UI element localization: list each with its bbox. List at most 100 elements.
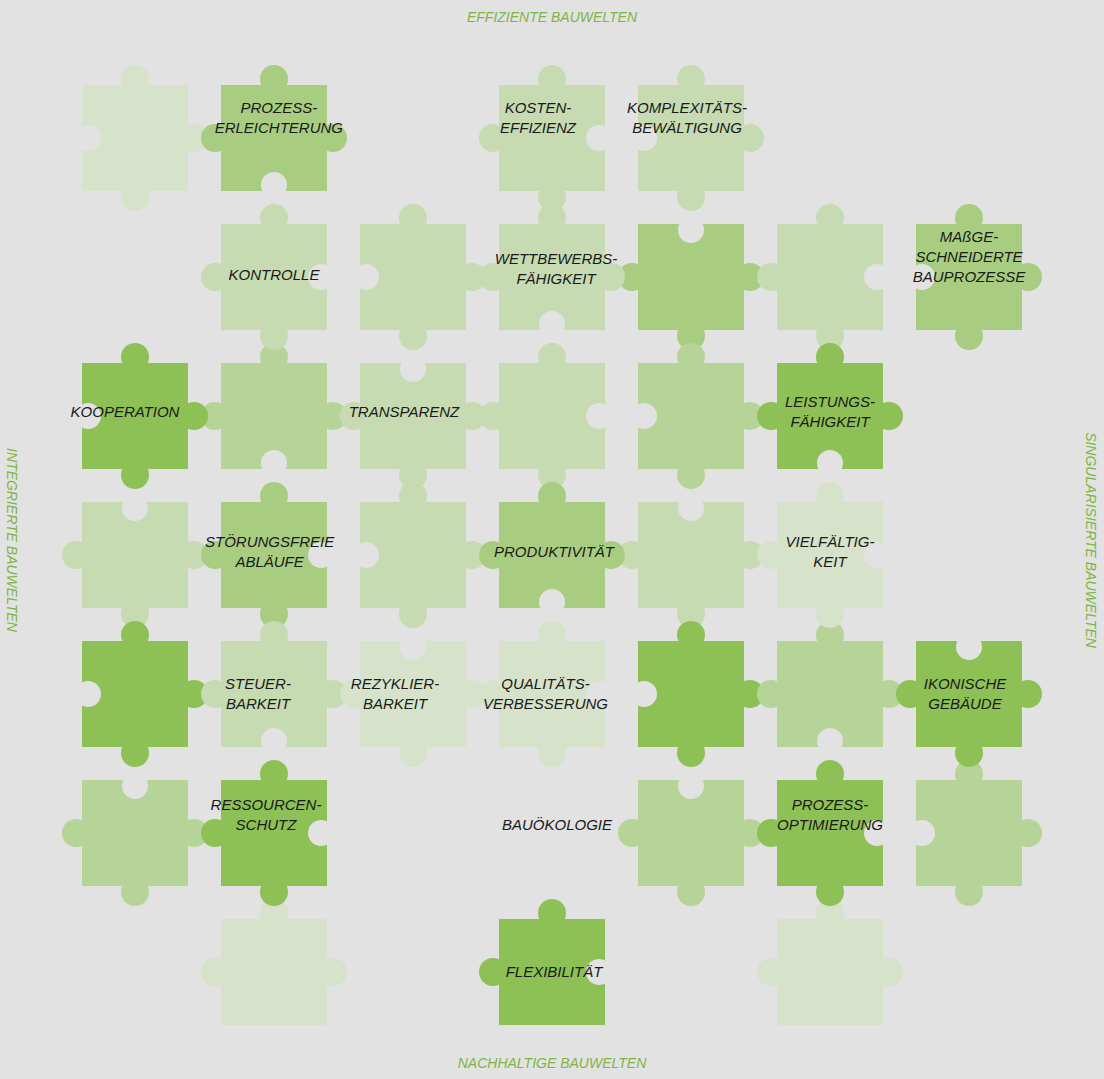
piece-tab [538, 204, 566, 232]
piece-body [777, 780, 883, 886]
puzzle-piece [75, 621, 208, 767]
piece-outline [479, 65, 612, 211]
piece-label: LEISTUNGS- FÄHIGKEIT [785, 392, 875, 432]
puzzle-piece: PRODUKTIVITÄT [479, 482, 625, 628]
piece-outline [479, 204, 625, 337]
piece-tab [816, 204, 844, 232]
piece-body [777, 919, 883, 1025]
piece-tab [260, 65, 288, 93]
axis-label: EFFIZIENTE BAUWELTEN [467, 8, 637, 26]
piece-label: BAUÖKOLOGIE [502, 815, 612, 835]
piece-notch [261, 728, 287, 754]
piece-tab [677, 65, 705, 93]
piece-label: TRANSPARENZ [349, 402, 460, 422]
puzzle-piece: TRANSPARENZ [340, 343, 486, 489]
piece-tab [260, 482, 288, 510]
piece-tab [479, 958, 507, 986]
piece-tab [757, 263, 785, 291]
axis-label: INTEGRIERTE BAUWELTEN [3, 448, 21, 632]
piece-tab [955, 878, 983, 906]
piece-tab [121, 621, 149, 649]
puzzle-piece: MAßGE- SCHNEIDERTE BAUPROZESSE [896, 204, 1042, 350]
piece-tab [121, 343, 149, 371]
piece-outline [479, 482, 625, 615]
piece-tab [757, 541, 785, 569]
piece-tab [816, 878, 844, 906]
piece-tab [180, 402, 208, 430]
puzzle-piece: WETTBEWERBS- FÄHIGKEIT [479, 204, 625, 350]
puzzle-piece: QUALITÄTS- VERBESSERUNG [479, 621, 625, 767]
piece-outline [757, 760, 890, 906]
piece-tab [260, 878, 288, 906]
piece-notch [678, 217, 704, 243]
piece-tab [538, 899, 566, 927]
piece-label: PRODUKTIVITÄT [494, 542, 614, 562]
piece-tab [538, 482, 566, 510]
piece-tab [757, 958, 785, 986]
piece-label: WETTBEWERBS- FÄHIGKEIT [495, 249, 618, 289]
puzzle-piece [909, 760, 1042, 906]
puzzle-piece [75, 65, 208, 211]
piece-label: KOMPLEXITÄTS- BEWÄLTIGUNG [627, 98, 747, 138]
piece-outline [340, 356, 486, 489]
piece-tab [479, 263, 507, 291]
piece-notch [631, 681, 657, 707]
piece-notch [261, 172, 287, 198]
piece-tab [875, 958, 903, 986]
piece-notch [400, 634, 426, 660]
piece-outline [479, 621, 612, 767]
piece-tab [816, 600, 844, 628]
piece-notch [956, 634, 982, 660]
puzzle-piece: KOSTEN- EFFIZIENZ [479, 65, 625, 211]
label-holder: NACHHALTIGE BAUWELTEN [458, 1054, 647, 1072]
piece-outline [896, 634, 1042, 767]
piece-body [221, 919, 327, 1025]
piece-outline [757, 343, 903, 476]
puzzle-piece-shape [896, 621, 1042, 767]
piece-notch [75, 681, 101, 707]
piece-tab [260, 621, 288, 649]
piece-notch [75, 125, 101, 151]
piece-tab [121, 65, 149, 93]
label-holder: SINGULARISIERTE BAUWELTEN [983, 531, 1104, 549]
piece-label: PROZESS- ERLEICHTERUNG [215, 98, 343, 138]
piece-tab [538, 343, 566, 371]
piece-tab [618, 819, 646, 847]
piece-notch [308, 820, 334, 846]
puzzle-piece [353, 204, 486, 350]
piece-notch [122, 773, 148, 799]
puzzle-piece: STEUER- BARKEIT [201, 621, 347, 767]
puzzle-piece: PROZESS- OPTIMIERUNG [757, 760, 903, 906]
puzzle-piece-shape [201, 65, 347, 211]
puzzle-piece: KONTROLLE [201, 204, 347, 350]
piece-tab [121, 183, 149, 211]
piece-notch [400, 356, 426, 382]
puzzle-piece [62, 495, 208, 628]
piece-outline [757, 482, 890, 628]
piece-notch [864, 264, 890, 290]
piece-tab [319, 958, 347, 986]
piece-notch [261, 450, 287, 476]
axis-label: SINGULARISIERTE BAUWELTEN [1082, 432, 1100, 648]
puzzle-piece: PROZESS- ERLEICHTERUNG [201, 65, 347, 211]
puzzle-piece [353, 482, 486, 628]
piece-notch [586, 403, 612, 429]
piece-tab [260, 760, 288, 788]
piece-tab [538, 621, 566, 649]
piece-label: KONTROLLE [229, 265, 320, 285]
piece-tab [677, 739, 705, 767]
puzzle-piece [618, 495, 764, 628]
piece-tab [399, 739, 427, 767]
piece-tab [121, 739, 149, 767]
piece-tab [677, 343, 705, 371]
puzzle-piece: KOOPERATION [62, 343, 208, 489]
piece-notch [539, 311, 565, 337]
piece-outline [201, 621, 347, 754]
piece-label: VIELFÄLTIG- KEIT [786, 532, 875, 572]
puzzle-piece: VIELFÄLTIG- KEIT [757, 482, 903, 628]
puzzle-piece [201, 899, 347, 1025]
piece-tab [1014, 819, 1042, 847]
puzzle-piece [201, 343, 347, 476]
puzzle-piece [62, 773, 208, 906]
